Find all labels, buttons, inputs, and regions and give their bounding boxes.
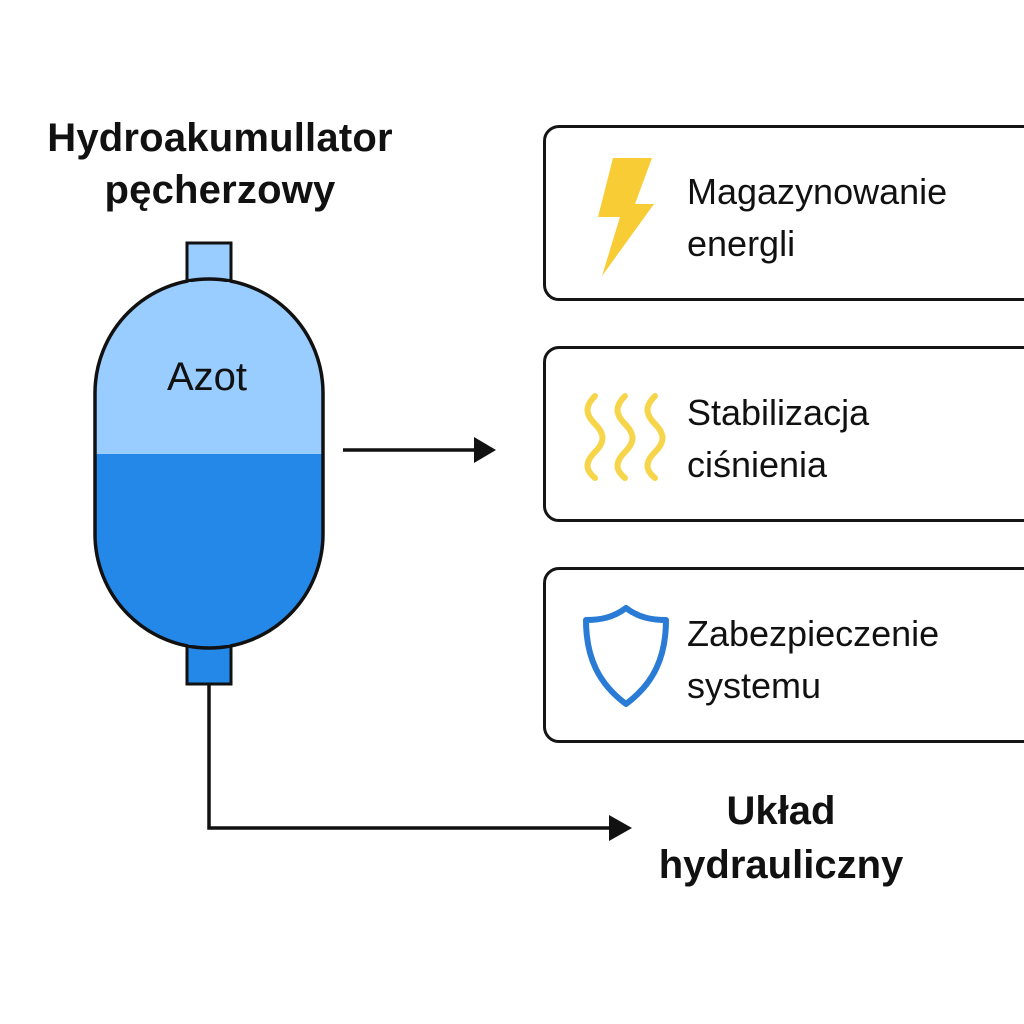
function-label-line-2: energli xyxy=(687,223,796,264)
function-card-pressure-stabilization: Stabilizacja ciśnienia xyxy=(543,346,1024,522)
function-label-line-1: Zabezpieczenie xyxy=(687,613,940,654)
diagram-title: Hydroakumullator pęcherzowy xyxy=(0,112,440,216)
title-line-1: Hydroakumullator xyxy=(47,116,393,160)
function-label: Zabezpieczenie systemu xyxy=(687,608,939,712)
function-card-energy-storage: Magazynowanie energli xyxy=(543,125,1024,301)
tank-bottom-port-joint xyxy=(188,635,230,645)
hydraulic-pipe-arrow xyxy=(207,684,632,841)
tank-body-outline xyxy=(93,277,325,650)
function-label: Stabilizacja ciśnienia xyxy=(687,387,869,491)
tank-top-neck-joint xyxy=(188,282,230,292)
function-label-line-2: ciśnienia xyxy=(687,444,828,485)
gas-label: Azot xyxy=(167,355,247,399)
lightning-bolt-icon xyxy=(576,128,676,298)
hydraulic-system-label-line-2: hydrauliczny xyxy=(658,843,904,887)
accumulator-tank: Azot xyxy=(93,241,325,686)
hydraulic-system-label: Układ hydrauliczny xyxy=(600,784,962,892)
shield-icon xyxy=(576,570,676,740)
function-label-line-2: systemu xyxy=(687,665,822,706)
liquid-chamber xyxy=(95,454,323,648)
function-card-system-protection: Zabezpieczenie systemu xyxy=(543,567,1024,743)
title-line-2: pęcherzowy xyxy=(104,168,336,212)
wavy-lines-icon xyxy=(576,349,676,519)
function-arrow xyxy=(343,437,496,463)
function-label: Magazynowanie energli xyxy=(687,166,947,270)
hydraulic-system-label-line-1: Układ xyxy=(726,789,836,833)
function-label-line-1: Magazynowanie xyxy=(687,171,948,212)
function-label-line-1: Stabilizacja xyxy=(687,392,870,433)
